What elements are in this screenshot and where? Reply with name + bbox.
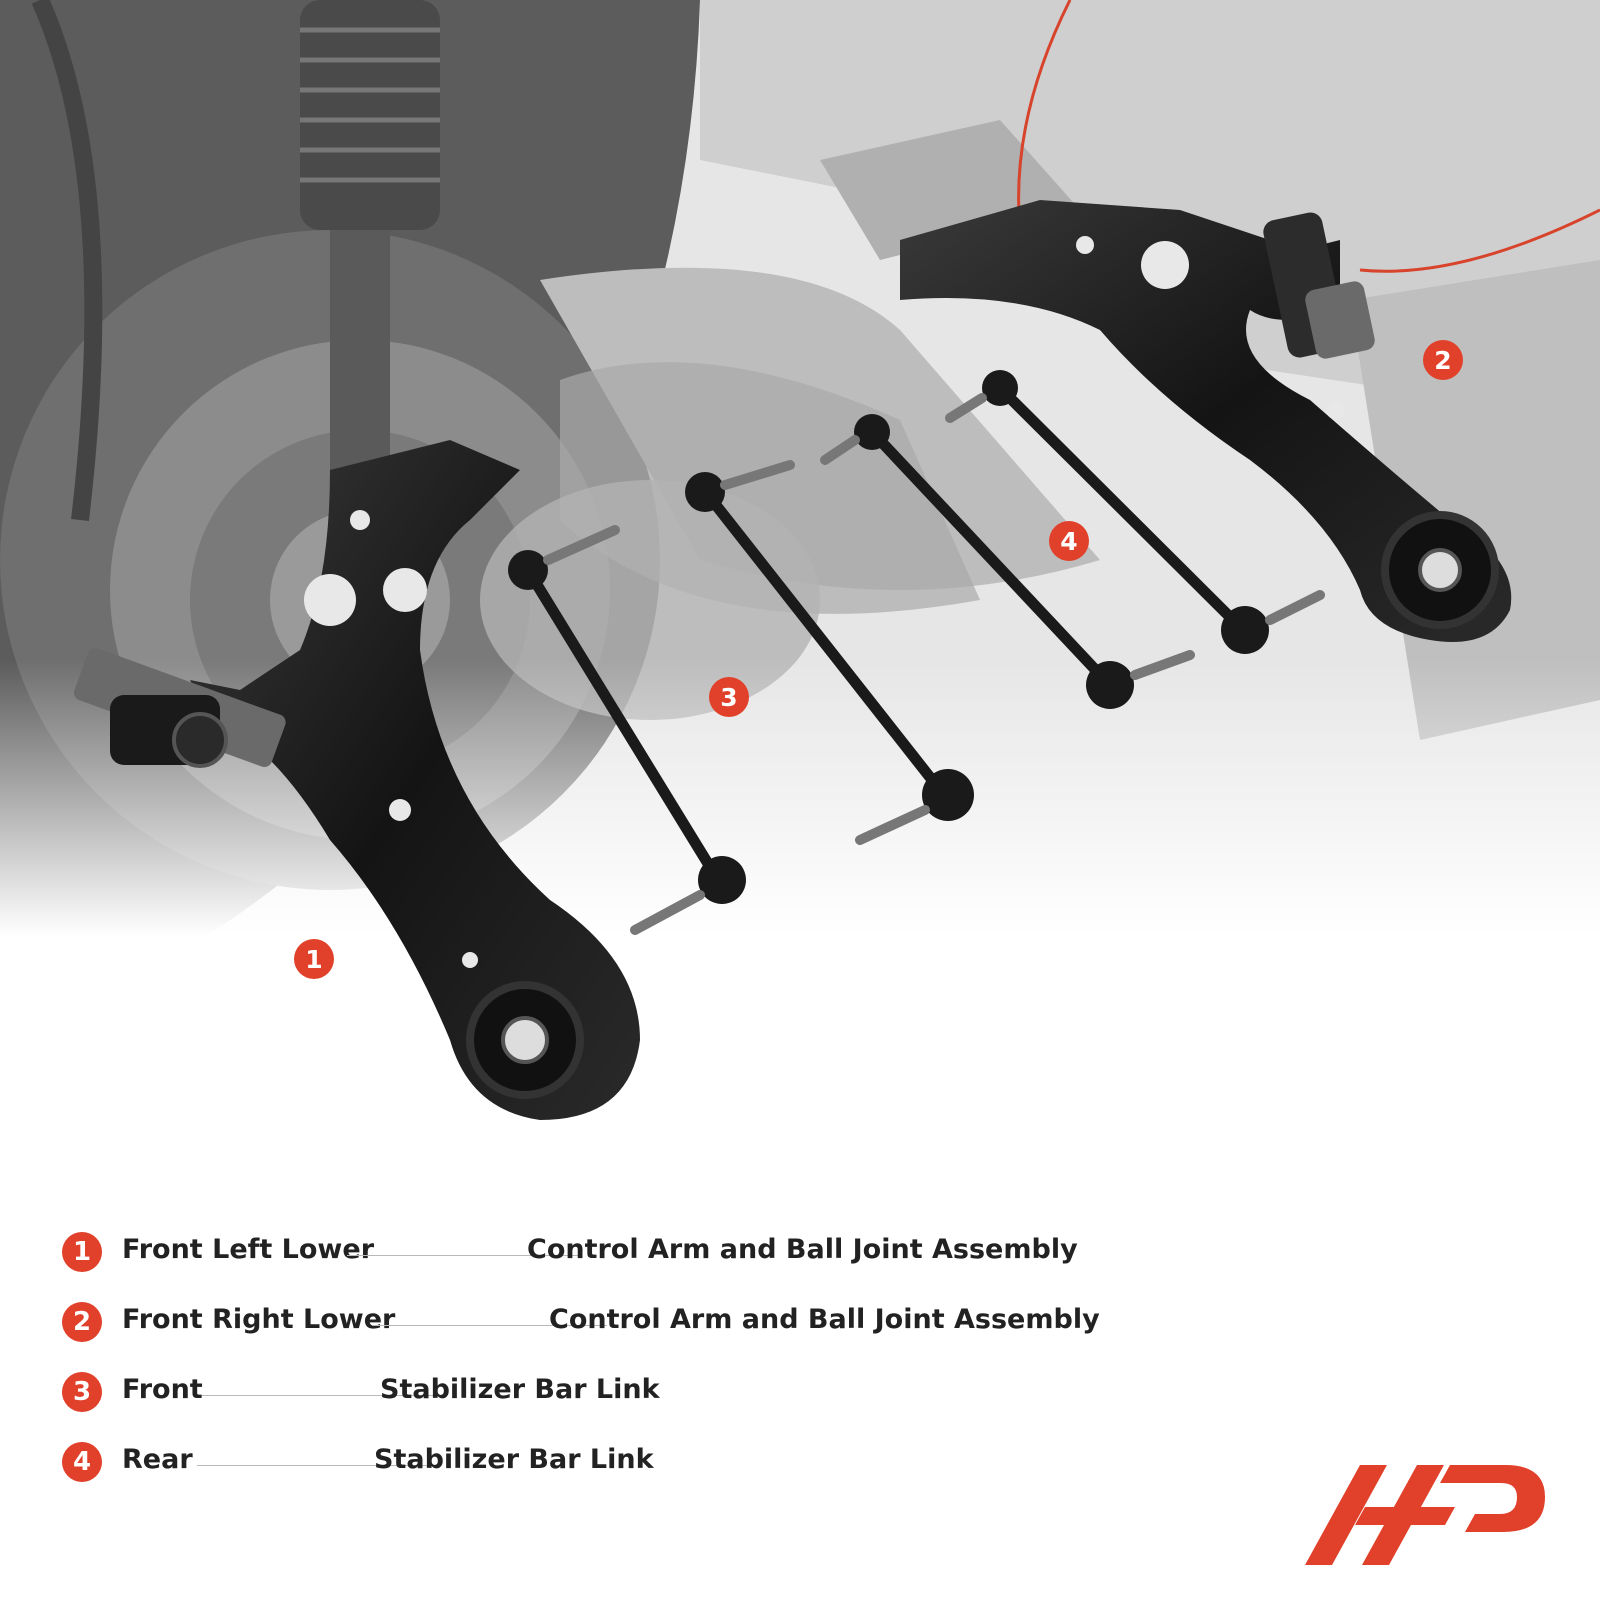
callout-1: 1 [294, 939, 334, 979]
legend-item: 3 Front Stabilizer Bar Link [62, 1372, 1162, 1442]
legend-number: 3 [62, 1372, 102, 1412]
legend-item: 4 Rear Stabilizer Bar Link [62, 1442, 1162, 1512]
legend-position: Front Left Lower [122, 1234, 375, 1265]
legend-item: 1 Front Left Lower Control Arm and Ball … [62, 1232, 1162, 1302]
legend-part: Stabilizer Bar Link [380, 1374, 660, 1405]
control-arm-front-right [900, 200, 1512, 642]
legend-part: Control Arm and Ball Joint Assembly [527, 1234, 1078, 1265]
legend-position: Rear [122, 1444, 193, 1475]
callout-3: 3 [709, 677, 749, 717]
legend-divider [197, 1465, 432, 1466]
callout-4: 4 [1049, 521, 1089, 561]
stabilizer-links-front [508, 460, 974, 935]
callout-2: 2 [1423, 340, 1463, 380]
car-underbody-background [0, 0, 1600, 1200]
legend-divider [202, 1395, 437, 1396]
parts-legend: 1 Front Left Lower Control Arm and Ball … [62, 1232, 1162, 1512]
legend-number: 1 [62, 1232, 102, 1272]
brand-logo-icon [1305, 1465, 1545, 1565]
legend-item: 2 Front Right Lower Control Arm and Ball… [62, 1302, 1162, 1372]
legend-part: Control Arm and Ball Joint Assembly [549, 1304, 1100, 1335]
legend-position: Front Right Lower [122, 1304, 396, 1335]
control-arm-front-left [74, 440, 640, 1120]
legend-part: Stabilizer Bar Link [374, 1444, 654, 1475]
legend-number: 2 [62, 1302, 102, 1342]
stabilizer-links-rear [820, 370, 1325, 709]
legend-position: Front [122, 1374, 203, 1405]
legend-divider [347, 1255, 582, 1256]
legend-divider [372, 1325, 607, 1326]
legend-number: 4 [62, 1442, 102, 1482]
